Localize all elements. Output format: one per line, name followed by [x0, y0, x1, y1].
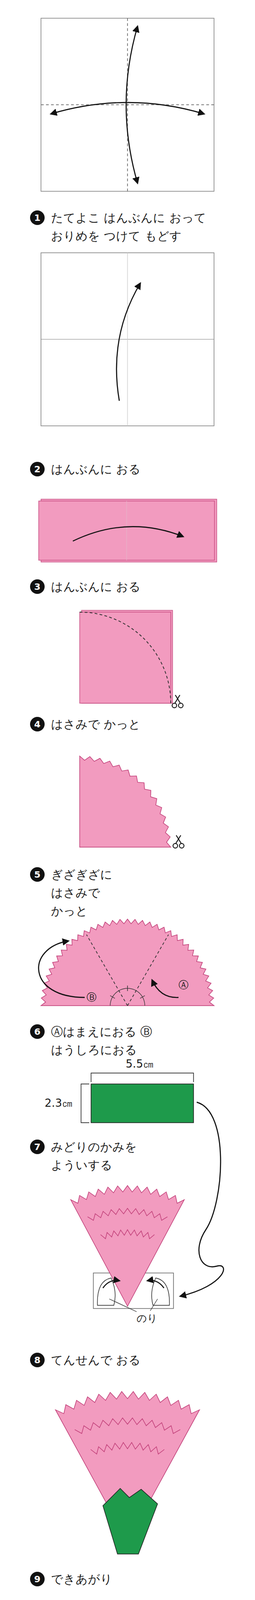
glue-flap: [97, 1277, 116, 1306]
step-caption: ぎざぎざに はさみで かっと: [51, 865, 133, 920]
fold-arrow: [51, 102, 204, 114]
leader-line: [150, 1298, 158, 1311]
fold-arrow: [38, 940, 85, 998]
step-caption: はんぶんに おる: [51, 459, 141, 479]
fold-arrow: [102, 1280, 120, 1288]
step-caption: みどりのかみを よういする: [51, 1137, 161, 1174]
dimension-label: 5.5㎝: [125, 1057, 154, 1071]
fold-arrow: [147, 1280, 164, 1288]
scissors-blade: [176, 835, 182, 844]
petal-layer: [87, 1208, 168, 1220]
step-number: 4: [30, 716, 45, 732]
scissors-handle: [179, 843, 184, 848]
paper-square: [79, 612, 171, 704]
dimension-label: 2.3㎝: [44, 1096, 73, 1110]
dimension-line: [91, 1072, 194, 1082]
crease-line: [126, 500, 127, 561]
fold-arrow: [152, 979, 179, 998]
angle-tick: [140, 995, 145, 999]
scissors-blade: [174, 694, 180, 704]
dimension-line: [81, 1083, 90, 1123]
step-caption: はさみで かっと: [51, 714, 141, 734]
step-number: 6: [30, 1024, 45, 1039]
green-paper: [91, 1083, 194, 1123]
crease-dashed: [40, 104, 215, 106]
angle-tick: [110, 995, 115, 999]
step-caption: たてよこ はんぶんに おって おりめを つけて もどす: [51, 208, 225, 245]
step-caption: はんぶんに おる: [51, 577, 141, 596]
leader-line: [109, 1298, 137, 1312]
angle-tick: [127, 985, 128, 991]
fold-arrow: [116, 283, 141, 401]
step-number: 7: [30, 1139, 45, 1154]
scissors-icon: [172, 694, 184, 708]
fold-mark: Ⓐ: [178, 979, 189, 991]
scissors-handle: [173, 843, 178, 848]
step-caption: てんせんで おる: [51, 1350, 141, 1369]
paper-square: [40, 18, 215, 192]
fold-line-dashed: [86, 934, 128, 1006]
petal-layer: [100, 1229, 155, 1239]
fold-arrow: [126, 26, 138, 184]
zigzag-semicircle: [40, 918, 215, 1006]
step-number: 8: [30, 1352, 45, 1367]
scissors-handle: [178, 703, 184, 708]
step-number: 2: [30, 461, 45, 477]
cut-line-dashed: [79, 612, 171, 704]
fold-mark: Ⓑ: [86, 991, 97, 1004]
fold-arrow: [72, 526, 184, 541]
fold-line-dashed: [127, 934, 169, 1006]
glue-label: のり: [136, 1312, 158, 1325]
step-number: 9: [30, 1571, 45, 1587]
crease-line: [127, 252, 128, 426]
carnation-cone: [70, 1185, 184, 1306]
zigzag-quarter: [79, 755, 171, 847]
step-number: 1: [30, 210, 45, 225]
paper-rectangle: [38, 500, 215, 561]
paper-square: [40, 252, 215, 426]
petal-layer: [90, 1442, 165, 1454]
glue-flap: [151, 1277, 170, 1306]
scissors-blade: [175, 835, 181, 844]
scissors-icon: [173, 835, 184, 848]
step-caption: できあがり: [51, 1569, 113, 1588]
green-calyx: [102, 1488, 158, 1554]
step-caption: Ⓐはまえにおる Ⓑはうしろにおる: [51, 1022, 170, 1059]
scissors-blade: [175, 694, 181, 704]
step-number: 3: [30, 579, 45, 594]
scissors-handle: [172, 703, 177, 708]
angle-mark: [110, 990, 119, 1006]
angle-mark: [136, 990, 145, 1006]
fold-arrow: [180, 1101, 224, 1296]
step-number: 5: [30, 867, 45, 882]
petal-layer: [74, 1417, 181, 1434]
